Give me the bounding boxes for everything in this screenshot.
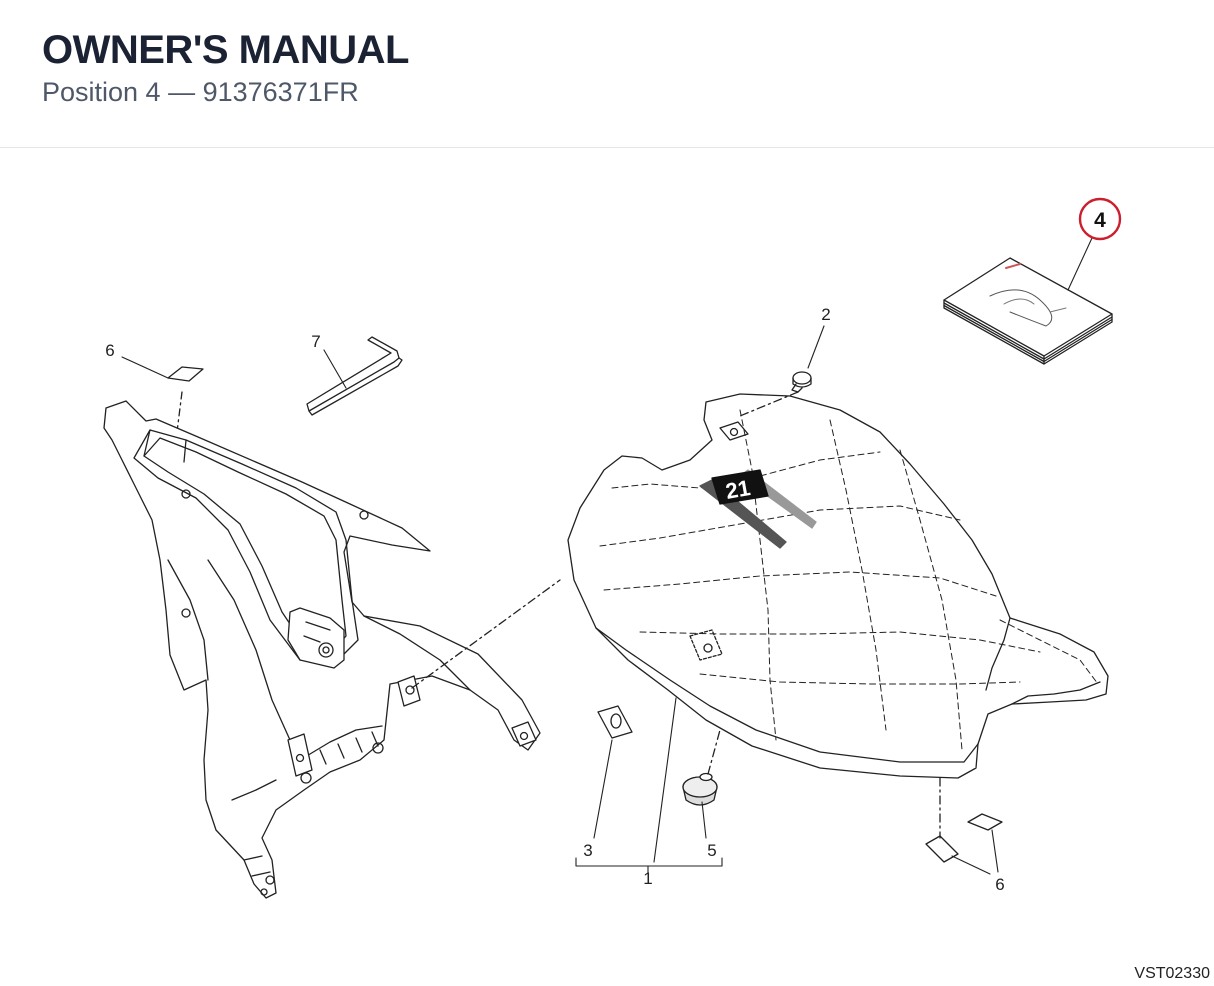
page-title: OWNER'S MANUAL bbox=[42, 28, 409, 72]
leader-lines bbox=[121, 237, 1093, 875]
highlighted-callout: 4 bbox=[1078, 197, 1122, 241]
rider-seat-part bbox=[567, 393, 1109, 779]
callout-1: 1 bbox=[643, 869, 652, 888]
seat-pad-part bbox=[597, 705, 633, 739]
callout-6-right: 6 bbox=[995, 875, 1004, 894]
seat-number-decal: 21 bbox=[724, 475, 752, 504]
rear-subframe-part bbox=[103, 400, 541, 899]
page-header: OWNER'S MANUAL Position 4 — 91376371FR bbox=[0, 0, 1214, 148]
screw-part bbox=[739, 371, 812, 417]
callout-5: 5 bbox=[707, 841, 716, 860]
sticker-part-left bbox=[167, 366, 204, 433]
figure-code: VST02330 bbox=[1134, 965, 1210, 982]
callout-2: 2 bbox=[821, 305, 830, 324]
callout-6-left: 6 bbox=[105, 341, 114, 360]
page-subtitle: Position 4 — 91376371FR bbox=[42, 77, 359, 107]
callout-3: 3 bbox=[583, 841, 592, 860]
owners-manual-booklet-part bbox=[943, 257, 1113, 365]
callout-7: 7 bbox=[311, 332, 320, 351]
callout-4: 4 bbox=[1094, 209, 1106, 232]
sticker-part-right bbox=[925, 777, 1003, 863]
hex-key-part bbox=[306, 336, 403, 416]
assembly-axis-line bbox=[411, 579, 561, 689]
rubber-buffer-part bbox=[682, 729, 721, 806]
